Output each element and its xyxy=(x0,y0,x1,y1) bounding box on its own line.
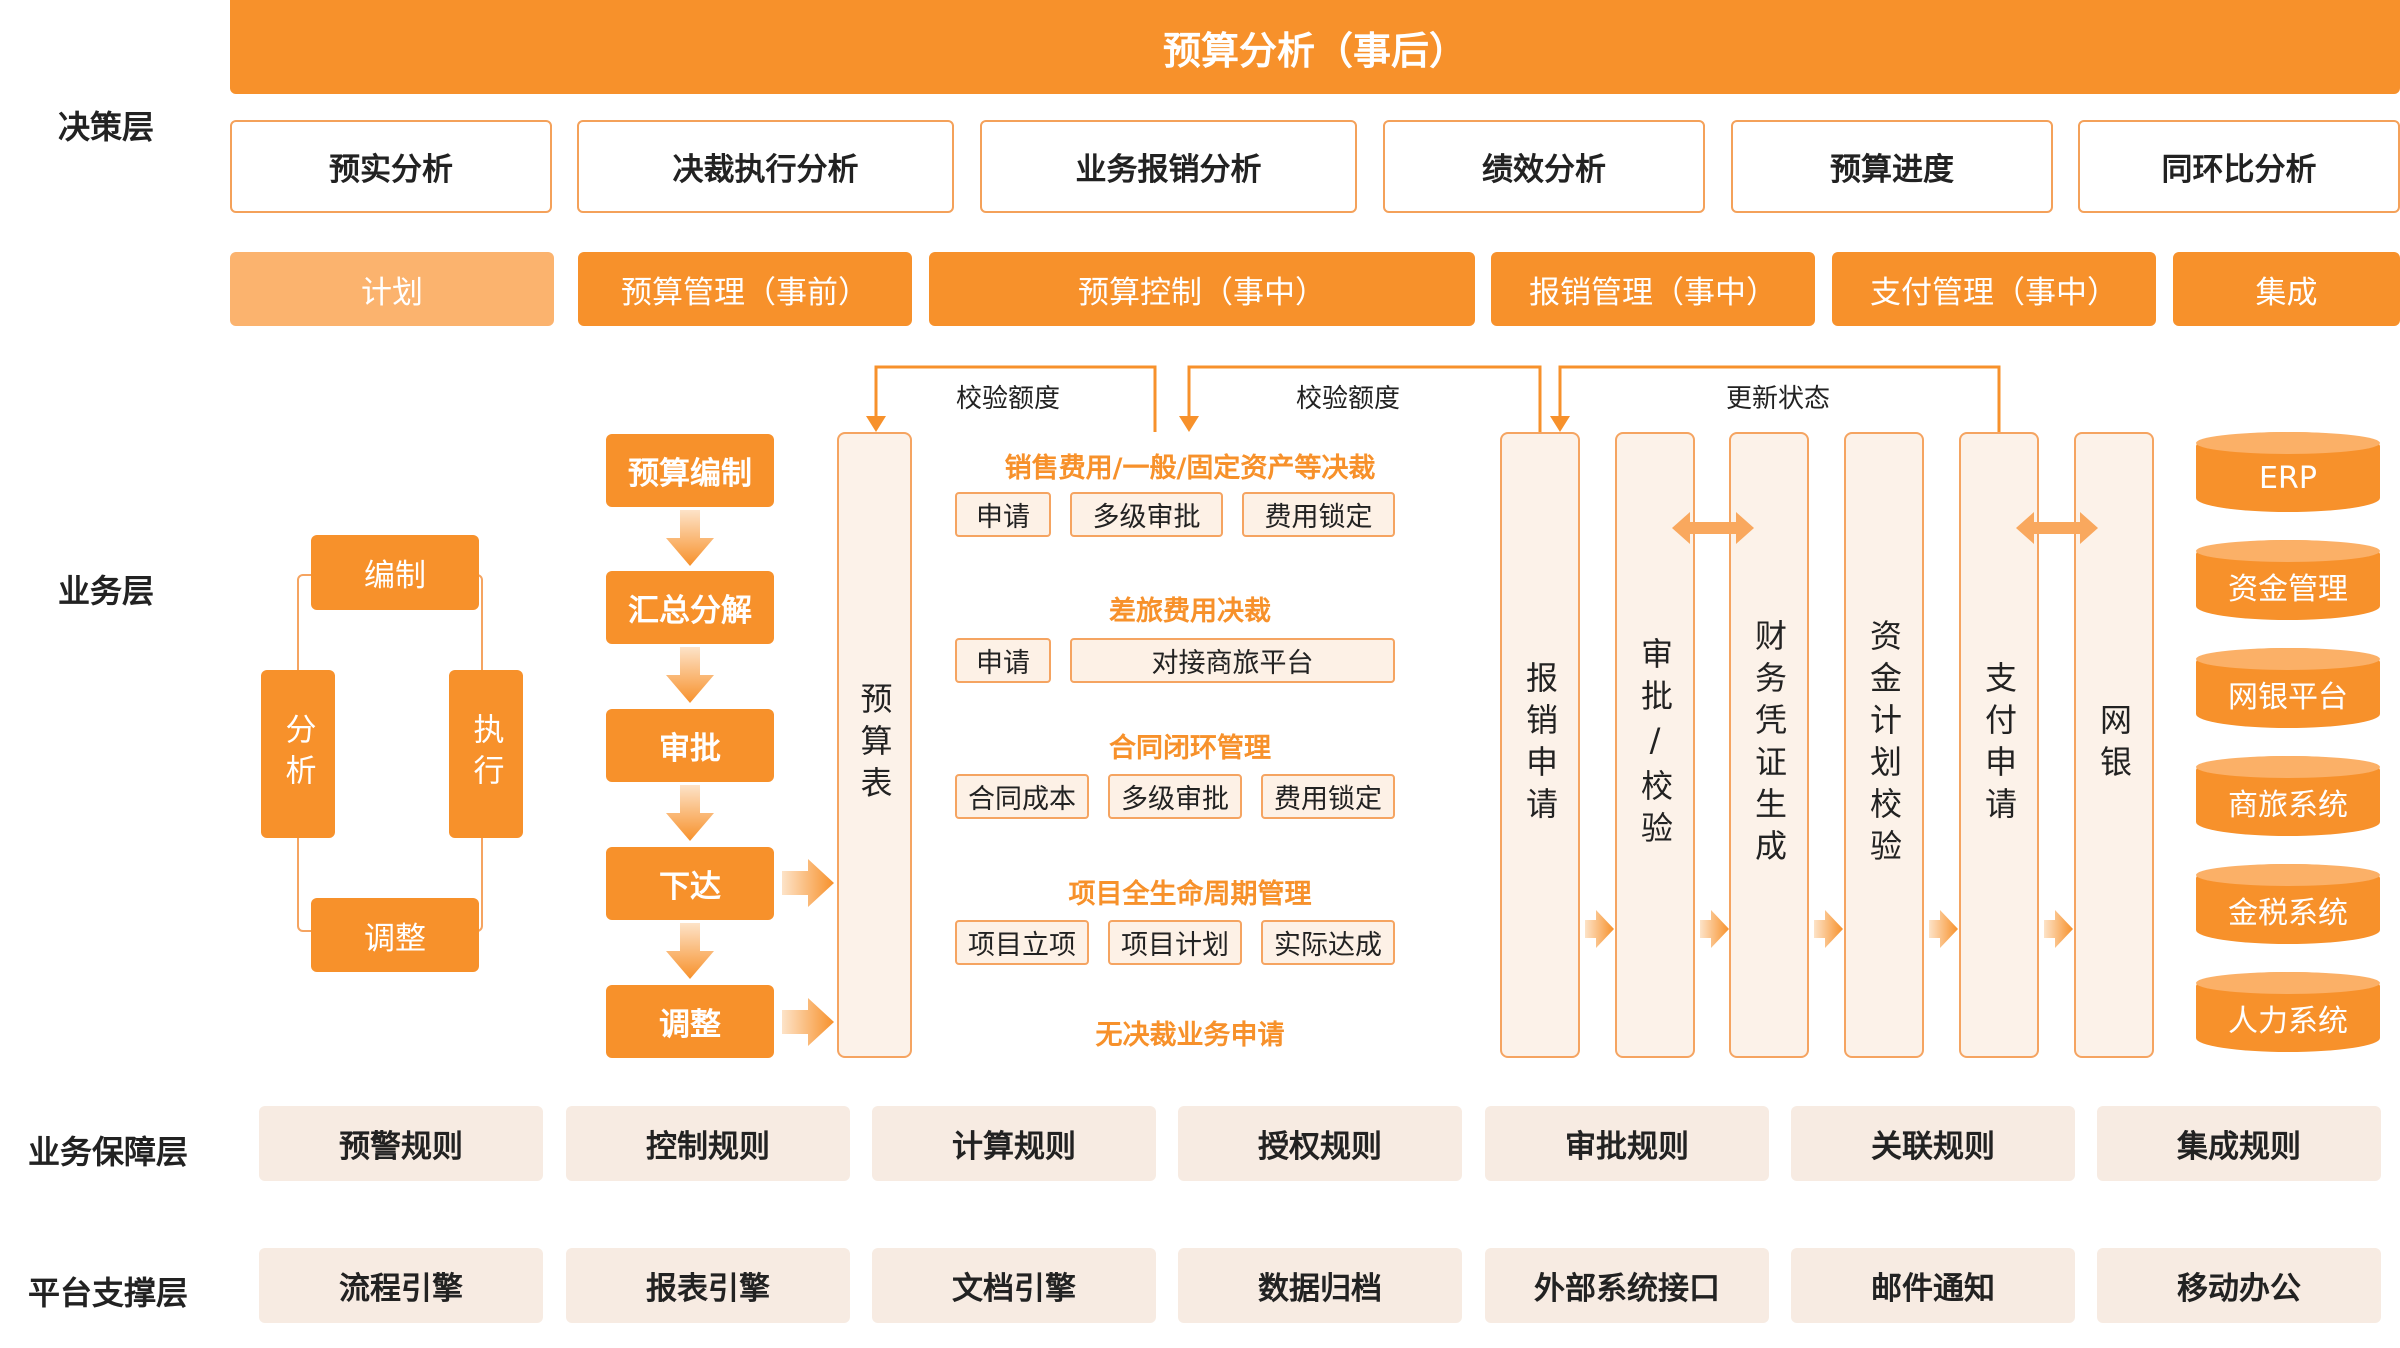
integration-label: 人力系统 xyxy=(2228,1004,2348,1039)
control-item-multi-approve[interactable]: 多级审批 xyxy=(1070,492,1223,537)
budget-step-compile[interactable]: 预算编制 xyxy=(606,434,774,507)
down-arrow-2 xyxy=(666,647,714,703)
integration-travel[interactable]: 商旅系统 xyxy=(2196,756,2380,836)
process-column-fund-plan[interactable]: 资金计划校验 xyxy=(1844,432,1924,1058)
flow-label-check-2: 校验额度 xyxy=(1296,384,1401,414)
phase-header-plan: 计划 xyxy=(230,252,554,326)
control-item-apply[interactable]: 申请 xyxy=(955,492,1051,537)
process-column-online-bank[interactable]: 网银 xyxy=(2074,432,2154,1058)
guarantee-rule-approve[interactable]: 审批规则 xyxy=(1485,1106,1769,1181)
platform-item-mobile[interactable]: 移动办公 xyxy=(2097,1248,2381,1323)
integration-label: 商旅系统 xyxy=(2228,788,2348,823)
guarantee-rule-authorize[interactable]: 授权规则 xyxy=(1178,1106,1462,1181)
cylinder-top xyxy=(2196,756,2380,778)
integration-online-bank[interactable]: 网银平台 xyxy=(2196,648,2380,728)
process-column-payment-apply[interactable]: 支付申请 xyxy=(1959,432,2039,1058)
phase-header-integration: 集成 xyxy=(2173,252,2400,326)
budget-step-adjust[interactable]: 调整 xyxy=(606,985,774,1058)
right-arrow-issue xyxy=(782,859,834,907)
guarantee-rule-integrate[interactable]: 集成规则 xyxy=(2097,1106,2381,1181)
cycle-step-compile[interactable]: 编制 xyxy=(311,535,479,610)
integration-label: 资金管理 xyxy=(2228,572,2348,607)
integration-label: 网银平台 xyxy=(2228,680,2348,715)
control-item-project-setup[interactable]: 项目立项 xyxy=(955,920,1089,965)
control-item-contract-cost[interactable]: 合同成本 xyxy=(955,774,1089,819)
control-item-contract-approve[interactable]: 多级审批 xyxy=(1108,774,1242,819)
layer-label-guarantee: 业务保障层 xyxy=(28,1133,189,1171)
arrowhead-check-2 xyxy=(1179,416,1199,432)
arrowhead-update xyxy=(1550,416,1570,432)
right-arrow-col-3 xyxy=(1814,910,1843,948)
analysis-item-performance[interactable]: 绩效分析 xyxy=(1383,120,1705,213)
phase-header-budget-control: 预算控制（事中） xyxy=(929,252,1475,326)
process-column-voucher[interactable]: 财务凭证生成 xyxy=(1729,432,1809,1058)
control-item-project-achieve[interactable]: 实际达成 xyxy=(1261,920,1395,965)
flow-label-update: 更新状态 xyxy=(1726,384,1831,414)
process-column-approve-check[interactable]: 审批/校验 xyxy=(1615,432,1695,1058)
cycle-step-analyze[interactable]: 分析 xyxy=(261,670,335,838)
control-item-project-plan[interactable]: 项目计划 xyxy=(1108,920,1242,965)
budget-table-column[interactable]: 预算表 xyxy=(837,432,912,1058)
guarantee-rule-calculate[interactable]: 计算规则 xyxy=(872,1106,1156,1181)
control-section-title-no-decision: 无决裁业务申请 xyxy=(1095,1020,1285,1051)
arrowhead-check-1 xyxy=(866,416,886,432)
right-arrow-col-5 xyxy=(2044,910,2073,948)
analysis-item-budget-actual[interactable]: 预实分析 xyxy=(230,120,552,213)
right-arrow-col-4 xyxy=(1929,910,1958,948)
platform-item-archive[interactable]: 数据归档 xyxy=(1178,1248,1462,1323)
guarantee-rule-relate[interactable]: 关联规则 xyxy=(1791,1106,2075,1181)
phase-header-reimbursement: 报销管理（事中） xyxy=(1491,252,1815,326)
down-arrow-3 xyxy=(666,785,714,841)
integration-erp[interactable]: ERP xyxy=(2196,432,2380,512)
phase-header-budget-management: 预算管理（事前） xyxy=(578,252,912,326)
layer-label-platform: 平台支撑层 xyxy=(28,1274,189,1312)
right-arrow-col-2 xyxy=(1700,910,1729,948)
platform-item-report[interactable]: 报表引擎 xyxy=(566,1248,850,1323)
platform-item-external-api[interactable]: 外部系统接口 xyxy=(1485,1248,1769,1323)
process-column-reimbursement-apply[interactable]: 报销申请 xyxy=(1500,432,1580,1058)
top-banner: 预算分析（事后） xyxy=(230,0,2400,94)
guarantee-rule-control[interactable]: 控制规则 xyxy=(566,1106,850,1181)
cycle-step-execute[interactable]: 执行 xyxy=(449,670,523,838)
control-item-contract-lock[interactable]: 费用锁定 xyxy=(1261,774,1395,819)
budget-step-summarize[interactable]: 汇总分解 xyxy=(606,571,774,644)
cylinder-top xyxy=(2196,432,2380,454)
phase-header-payment: 支付管理（事中） xyxy=(1832,252,2156,326)
flow-label-check-1: 校验额度 xyxy=(956,384,1061,414)
integration-tax[interactable]: 金税系统 xyxy=(2196,864,2380,944)
analysis-item-expense-reimbursement[interactable]: 业务报销分析 xyxy=(980,120,1357,213)
analysis-item-yoy-mom[interactable]: 同环比分析 xyxy=(2078,120,2400,213)
budget-step-issue[interactable]: 下达 xyxy=(606,847,774,920)
platform-item-workflow[interactable]: 流程引擎 xyxy=(259,1248,543,1323)
right-arrow-adjust xyxy=(782,998,834,1046)
platform-item-document[interactable]: 文档引擎 xyxy=(872,1248,1156,1323)
integration-hr[interactable]: 人力系统 xyxy=(2196,972,2380,1052)
control-item-travel-platform[interactable]: 对接商旅平台 xyxy=(1070,638,1395,683)
integration-label: ERP xyxy=(2259,460,2317,496)
layer-label-business: 业务层 xyxy=(58,572,155,610)
guarantee-rule-warning[interactable]: 预警规则 xyxy=(259,1106,543,1181)
right-arrow-col-1 xyxy=(1585,910,1614,948)
analysis-item-budget-progress[interactable]: 预算进度 xyxy=(1731,120,2053,213)
control-section-title-contract: 合同闭环管理 xyxy=(1109,733,1271,764)
budget-step-approve[interactable]: 审批 xyxy=(606,709,774,782)
down-arrow-1 xyxy=(666,510,714,566)
control-section-title-travel: 差旅费用决裁 xyxy=(1109,596,1271,627)
cylinder-top xyxy=(2196,648,2380,670)
control-item-lock-fee[interactable]: 费用锁定 xyxy=(1242,492,1395,537)
control-section-title-project: 项目全生命周期管理 xyxy=(1068,879,1312,910)
platform-item-email[interactable]: 邮件通知 xyxy=(1791,1248,2075,1323)
control-section-title-sales: 销售费用/一般/固定资产等决裁 xyxy=(1004,453,1376,484)
cycle-step-adjust[interactable]: 调整 xyxy=(311,898,479,972)
analysis-item-decision-execution[interactable]: 决裁执行分析 xyxy=(577,120,954,213)
cylinder-top xyxy=(2196,864,2380,886)
down-arrow-4 xyxy=(666,923,714,979)
cylinder-top xyxy=(2196,972,2380,994)
control-item-travel-apply[interactable]: 申请 xyxy=(955,638,1051,683)
cylinder-top xyxy=(2196,540,2380,562)
layer-label-decision: 决策层 xyxy=(58,108,155,146)
integration-label: 金税系统 xyxy=(2228,896,2348,931)
integration-funds[interactable]: 资金管理 xyxy=(2196,540,2380,620)
